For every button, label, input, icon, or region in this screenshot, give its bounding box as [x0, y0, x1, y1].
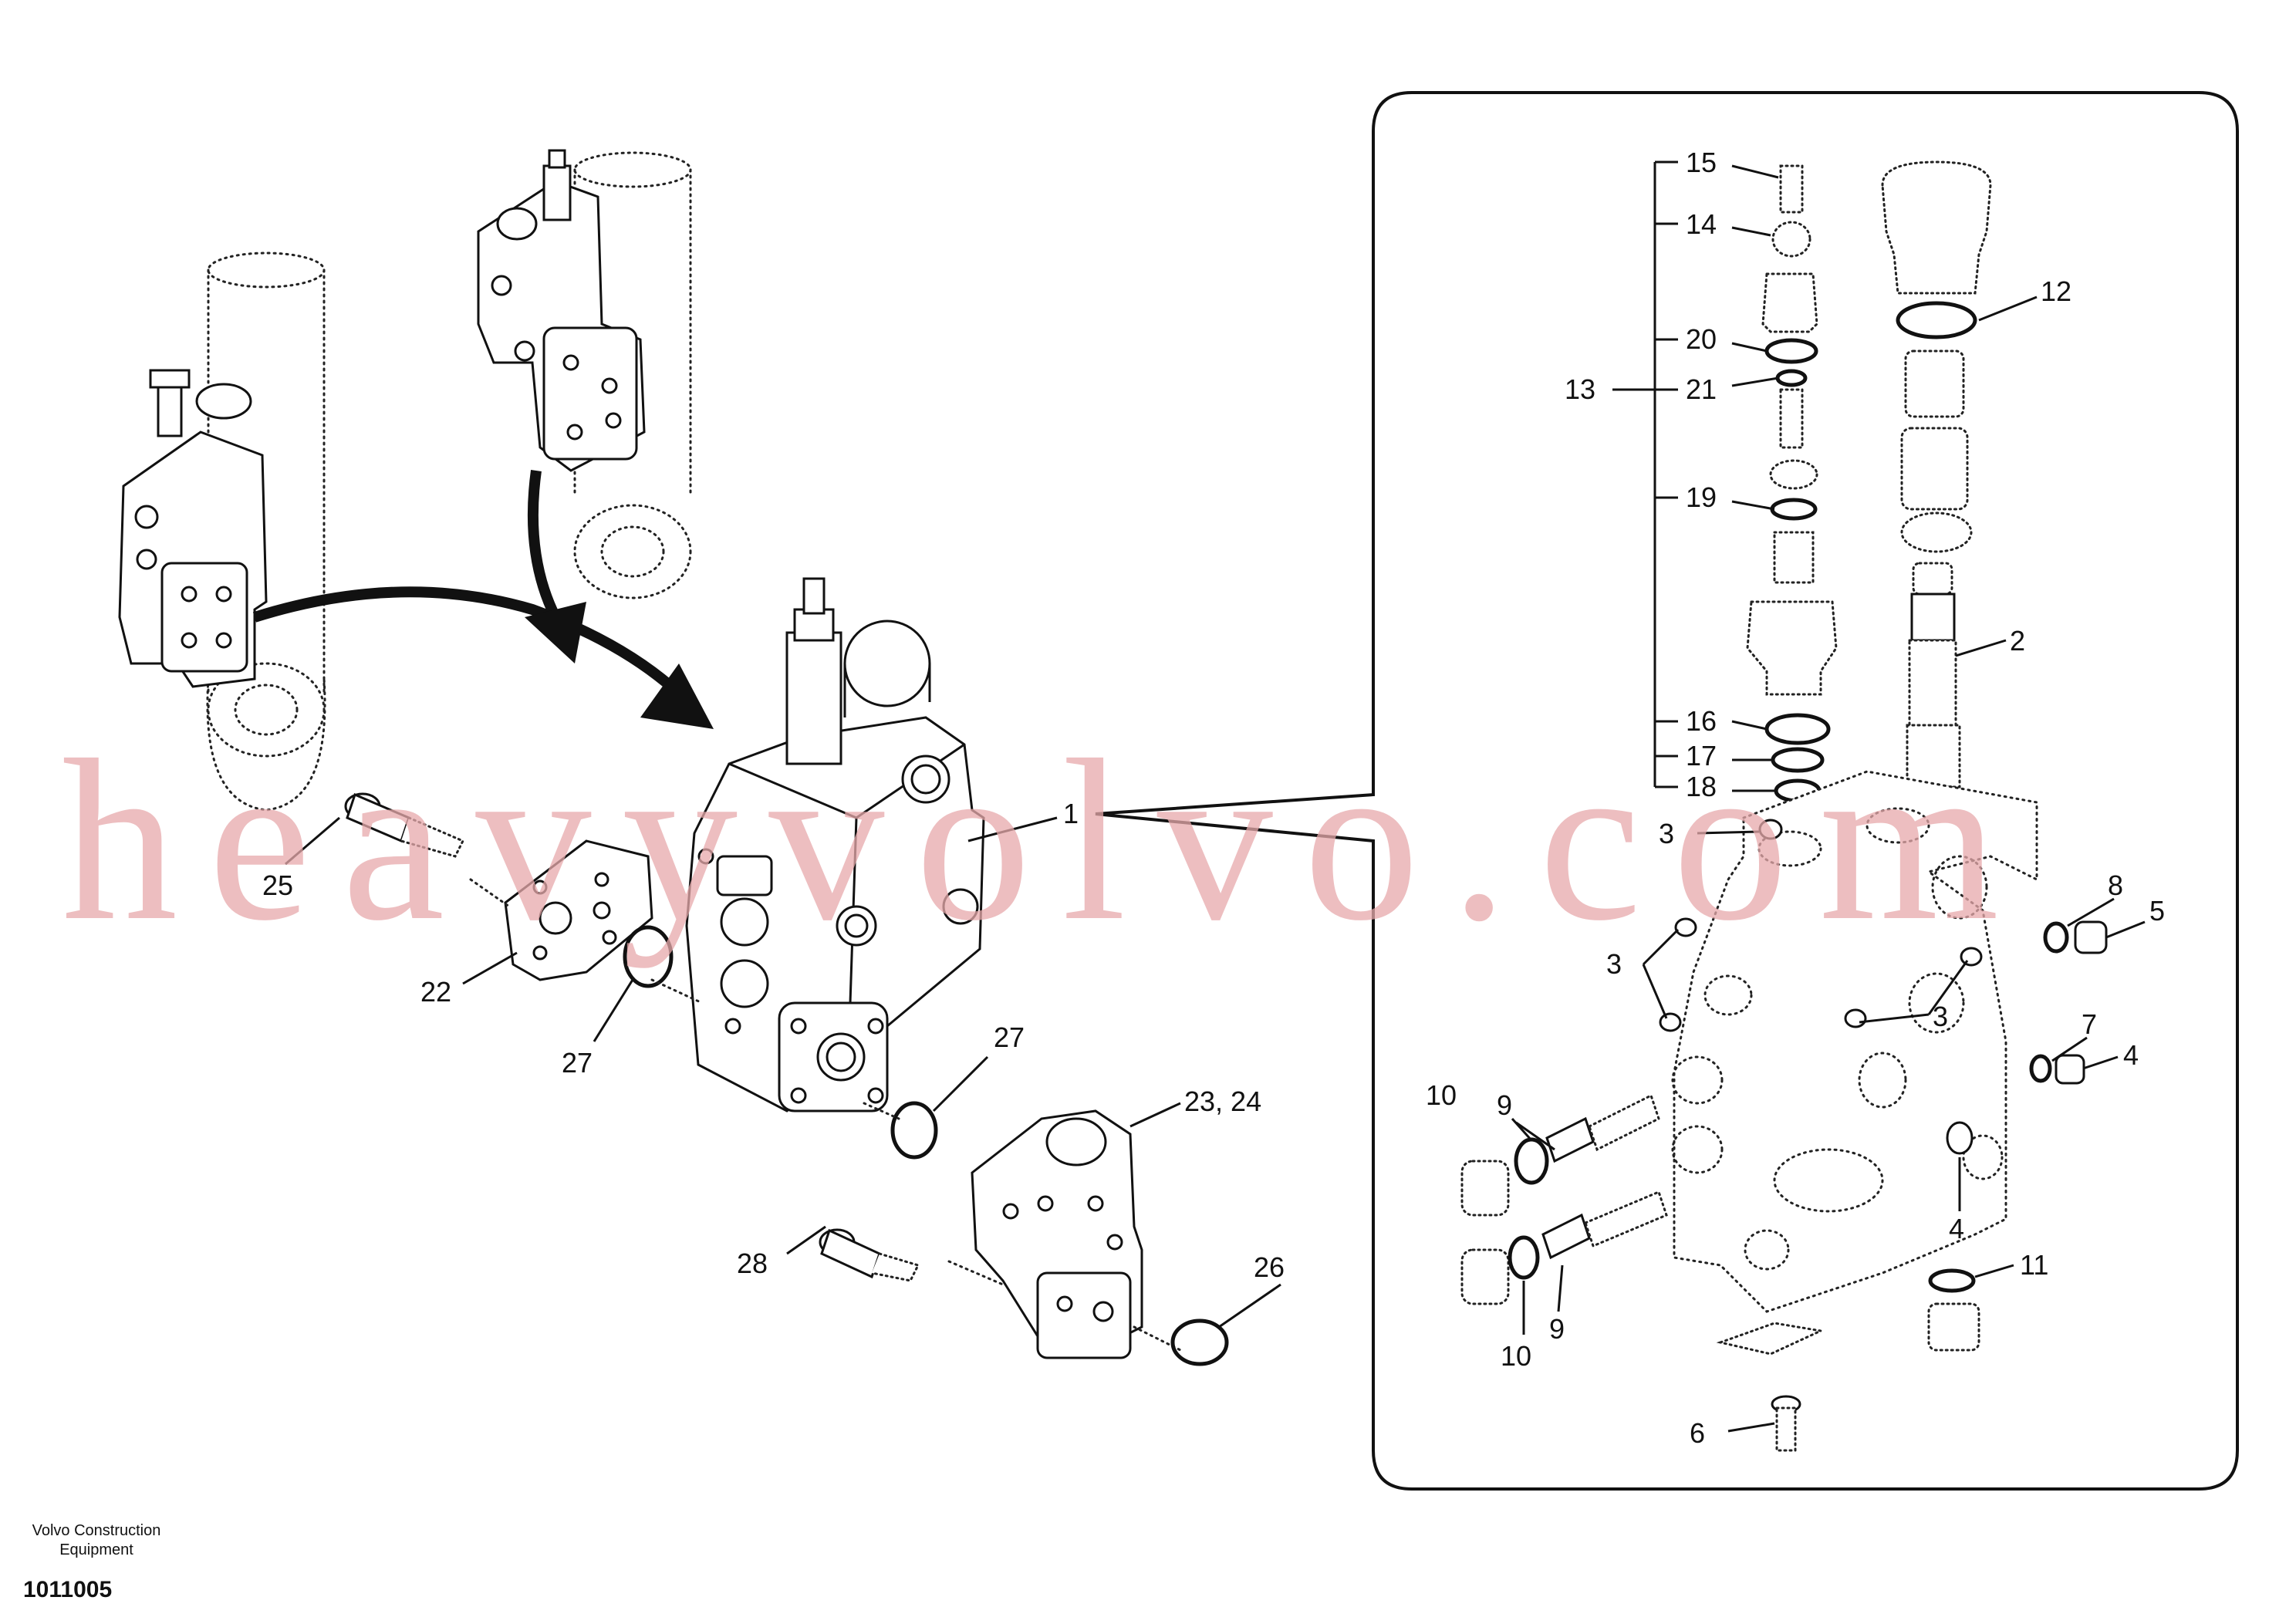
- cover-23-24: [971, 1109, 1143, 1359]
- cover-plate-22: [504, 839, 653, 981]
- callout-22: 22: [420, 976, 451, 1008]
- callout-15: 15: [1686, 147, 1717, 178]
- callout-16: 16: [1686, 705, 1717, 737]
- plug-4-right: [2055, 1054, 2085, 1085]
- callout-17: 17: [1686, 740, 1717, 771]
- o-ring-11: [1928, 1268, 1976, 1293]
- arrow-from-location-2: [527, 470, 561, 620]
- callout-28: 28: [737, 1248, 768, 1279]
- callout-3-top: 3: [1659, 818, 1674, 849]
- drawing-number: 1011005: [23, 1577, 112, 1602]
- callout-3-left: 3: [1606, 948, 1622, 980]
- callout-labels: 1 2 3 3 3 4 4 5 6 7 8 9 9 10 10 11 12 13…: [262, 147, 2165, 1449]
- callout-9-top: 9: [1497, 1089, 1512, 1121]
- o-ring-27-left: [623, 925, 674, 988]
- valve-location-1: [118, 369, 268, 688]
- callout-19: 19: [1686, 481, 1717, 513]
- company-name-line-1: Volvo Construction: [32, 1522, 161, 1539]
- callout-8: 8: [2108, 869, 2123, 901]
- company-name-line-2: Equipment: [59, 1541, 133, 1558]
- plug-3-left-bottom: [1659, 1012, 1682, 1032]
- callout-10-top: 10: [1426, 1079, 1457, 1111]
- callout-27-right: 27: [994, 1021, 1025, 1053]
- callout-10-bottom: 10: [1501, 1340, 1531, 1372]
- callout-9-bottom: 9: [1549, 1313, 1565, 1345]
- callout-3-centre: 3: [1933, 1001, 1948, 1032]
- valve-location-2: [477, 149, 646, 472]
- callout-2: 2: [2010, 625, 2025, 657]
- callout-23-24: 23, 24: [1184, 1085, 1261, 1117]
- o-ring-26: [1170, 1318, 1229, 1366]
- main-valve-block: [685, 577, 985, 1112]
- callout-4-lower: 4: [1949, 1213, 1964, 1244]
- arrow-from-location-1: [252, 586, 675, 691]
- callout-26: 26: [1254, 1251, 1285, 1283]
- callout-5: 5: [2149, 895, 2165, 927]
- arrow-head-2-icon: [525, 602, 586, 663]
- callout-leaders: [285, 160, 2146, 1433]
- location-overview: [118, 149, 714, 812]
- o-ring-7: [2029, 1054, 2052, 1083]
- o-ring-27-right: [890, 1101, 938, 1160]
- callout-20: 20: [1686, 323, 1717, 355]
- screw-6: [1771, 1395, 1801, 1452]
- alignment-line: [947, 1260, 1004, 1286]
- plug-11: [1927, 1302, 1980, 1352]
- plug-3-left-top: [1674, 917, 1697, 937]
- callout-12: 12: [2041, 275, 2071, 307]
- plug-5: [2074, 920, 2108, 954]
- callout-1: 1: [1063, 798, 1079, 829]
- callout-21: 21: [1686, 373, 1717, 405]
- o-ring-8: [2043, 921, 2069, 954]
- arrow-head-1-icon: [640, 663, 714, 729]
- relief-valve-stack: [1746, 164, 1838, 803]
- watermark: heavyvolvo.com: [62, 712, 2030, 969]
- detail-frame: [1095, 91, 2239, 1491]
- screw-28: [819, 1228, 920, 1282]
- screw-25: [344, 792, 465, 858]
- valve-body-detail: [1671, 770, 2038, 1356]
- callout-7: 7: [2082, 1008, 2097, 1040]
- callout-14: 14: [1686, 208, 1717, 240]
- callout-13: 13: [1565, 373, 1595, 405]
- alignment-line: [469, 878, 511, 908]
- callout-11: 11: [2020, 1249, 2048, 1281]
- callout-6: 6: [1690, 1417, 1705, 1449]
- plug-4-lower: [1946, 1121, 1974, 1155]
- callout-27-left: 27: [562, 1047, 593, 1079]
- callout-25: 25: [262, 869, 293, 901]
- plug-3-centre: [1844, 1008, 1867, 1028]
- springs-and-plugs-left: [1460, 1093, 1668, 1305]
- plug-3-top: [1758, 819, 1783, 840]
- spool-stack: [1881, 160, 1992, 788]
- callout-18: 18: [1686, 771, 1717, 802]
- callout-4-right: 4: [2123, 1039, 2139, 1071]
- alignment-line: [863, 1102, 900, 1120]
